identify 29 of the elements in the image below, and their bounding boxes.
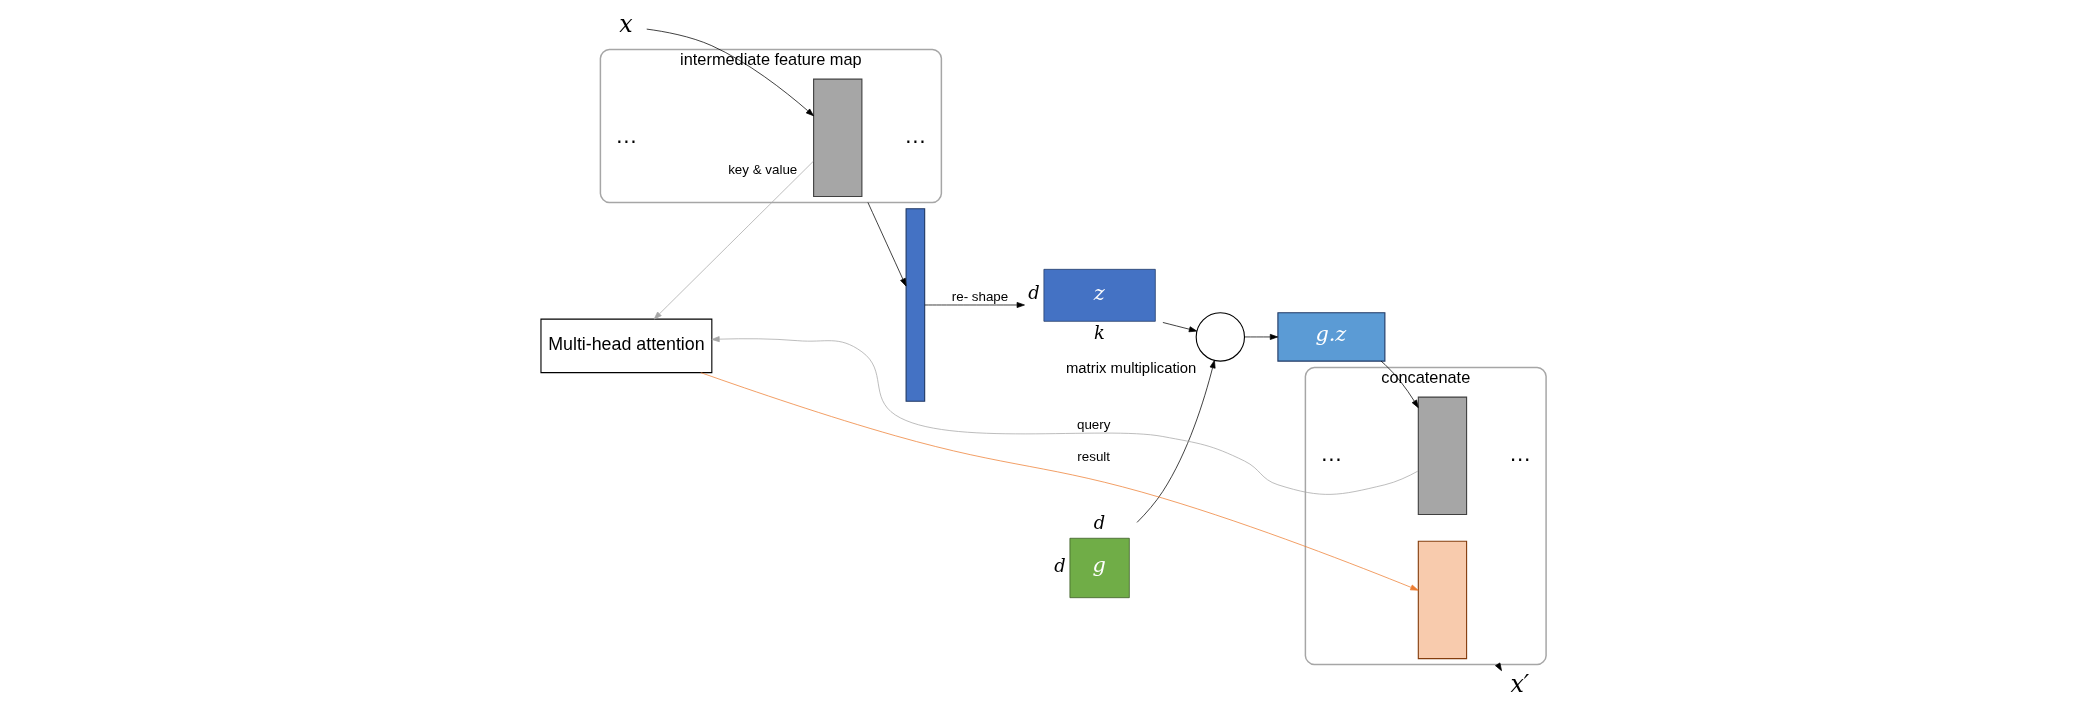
node-label: matrix multiplication — [1065, 359, 1196, 376]
arrow — [653, 160, 814, 320]
node-box: Multi-head attention — [539, 318, 712, 374]
edge-label: query — [1076, 416, 1110, 432]
edge-label: key & value — [727, 161, 797, 177]
node-box — [812, 78, 862, 198]
arrow — [1162, 322, 1197, 333]
node-label: k — [1093, 321, 1105, 343]
edge-label: result — [1076, 449, 1110, 465]
node-label: d — [1093, 511, 1105, 533]
arrow — [1243, 333, 1278, 340]
arrow — [867, 202, 906, 287]
node-circle — [1195, 312, 1245, 362]
edge-label: re- shape — [951, 288, 1008, 304]
cluster: concatenate … … — [1304, 366, 1547, 666]
arrow — [699, 372, 1418, 591]
node-label: d — [1053, 554, 1066, 576]
node-box: g.z — [1276, 312, 1385, 362]
node-text: x — [618, 10, 633, 39]
node-box — [1417, 396, 1467, 516]
node-label: d — [1027, 282, 1040, 304]
arrow — [1136, 360, 1215, 523]
node-text: x′ — [1509, 670, 1529, 699]
arrow — [1380, 360, 1419, 408]
arrow — [924, 302, 1025, 308]
arrow — [645, 28, 814, 117]
arrow — [710, 336, 1418, 495]
node-bar — [905, 208, 925, 402]
node-box — [1417, 540, 1467, 660]
